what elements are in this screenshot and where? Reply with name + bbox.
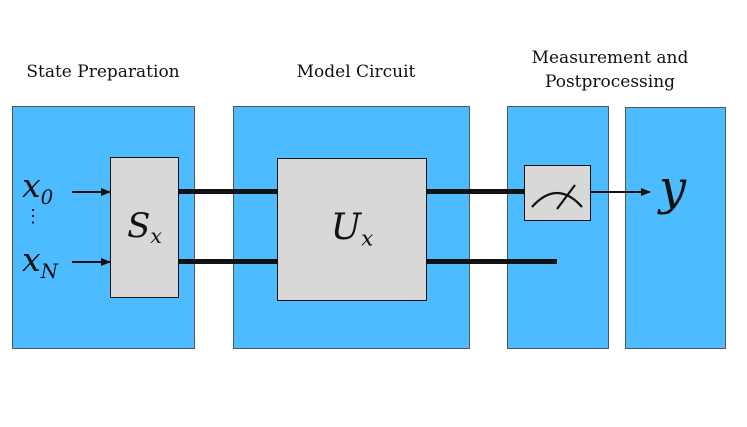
measurement-panel xyxy=(507,106,609,349)
meter-icon xyxy=(530,183,583,210)
state-preparation-label: State Preparation xyxy=(26,62,180,82)
postprocessing-panel xyxy=(625,107,726,349)
state-preparation-gate: Sx xyxy=(110,157,179,298)
measurement-postprocessing-label: Measurement and Postprocessing xyxy=(531,48,689,92)
output-label: y xyxy=(659,160,687,216)
measurement-gate xyxy=(524,165,591,221)
state-preparation-gate-label: Sx xyxy=(127,206,162,249)
model-circuit-label: Model Circuit xyxy=(296,62,416,82)
input-dots: ⋮ xyxy=(24,206,42,227)
wire-top-left xyxy=(178,189,279,194)
wire-top-right xyxy=(426,189,526,194)
model-circuit-gate: Ux xyxy=(277,158,427,301)
wire-bottom-right xyxy=(426,259,557,264)
model-circuit-gate-label: Ux xyxy=(330,207,374,252)
input-first-label: x0 xyxy=(22,166,54,209)
wire-bottom-left xyxy=(178,259,279,264)
input-last-label: xN xyxy=(22,240,58,283)
